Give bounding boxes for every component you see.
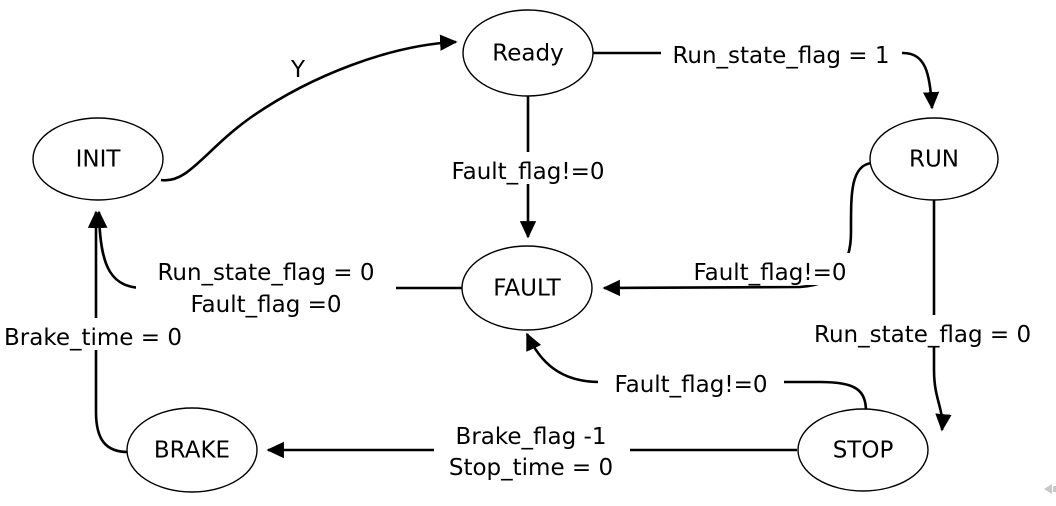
edge-ready-to-fault: Fault_flag!=0 (440, 96, 616, 239)
state-node-stop-label: STOP (833, 438, 894, 464)
edge-ready-to-fault-label-bg (440, 152, 616, 184)
state-node-brake[interactable]: BRAKE (126, 407, 258, 493)
edge-stop-to-brake-label-line1: Brake_flag -1 (456, 424, 607, 450)
edge-init-to-ready-label: Y (290, 57, 306, 83)
edge-brake-to-init-label-bg (2, 318, 208, 350)
state-node-ready[interactable]: Ready (462, 9, 594, 97)
edge-stop-to-brake: Brake_flag -1 Stop_time = 0 (266, 419, 797, 481)
edge-run-to-fault-label: Fault_flag!=0 (693, 260, 846, 286)
edge-init-to-ready: Y (160, 34, 458, 182)
state-node-run-shape[interactable] (869, 117, 999, 201)
edge-run-to-stop-path (932, 200, 952, 432)
state-node-fault-label: FAULT (493, 276, 561, 302)
state-node-brake-label: BRAKE (154, 438, 230, 464)
state-node-brake-shape[interactable] (126, 407, 258, 493)
edge-fault-to-init-label-line1: Run_state_flag = 0 (157, 260, 374, 286)
edge-run-to-stop-label-bg (812, 315, 1056, 347)
state-node-stop[interactable]: STOP (797, 408, 929, 492)
state-node-ready-label: Ready (492, 41, 563, 67)
state-node-stop-shape[interactable] (797, 408, 929, 492)
edge-ready-to-run-label-bg (661, 38, 902, 68)
edge-brake-to-init: Brake_time = 0 (2, 210, 208, 454)
edge-stop-to-fault-label-bg (598, 367, 784, 398)
edge-ready-to-run-path (593, 51, 940, 110)
state-node-init-shape[interactable] (32, 117, 164, 201)
state-node-run-label: RUN (909, 147, 959, 173)
edge-fault-to-init-label-bg (136, 255, 396, 317)
edge-stop-to-fault: Fault_flag!=0 (525, 332, 868, 413)
state-node-run[interactable]: RUN (869, 117, 999, 201)
edge-ready-to-fault-label: Fault_flag!=0 (451, 159, 604, 185)
edge-brake-to-init-label: Brake_time = 0 (4, 325, 182, 351)
state-node-fault[interactable]: FAULT (461, 245, 593, 331)
state-node-init[interactable]: INIT (32, 117, 164, 201)
edge-run-to-fault: Fault_flag!=0 (602, 161, 873, 297)
edge-run-to-stop-label: Run_state_flag = 0 (814, 322, 1031, 348)
edge-run-to-stop: Run_state_flag = 0 (812, 200, 1056, 432)
edge-brake-to-init-path (87, 210, 129, 454)
state-node-ready-shape[interactable] (462, 9, 594, 97)
edge-fault-to-init-label-line2: Fault_flag =0 (190, 292, 341, 318)
state-node-init-label: INIT (76, 147, 122, 173)
edge-ready-to-run: Run_state_flag = 1 (593, 38, 940, 110)
edge-stop-to-fault-label: Fault_flag!=0 (614, 372, 767, 398)
edge-run-to-fault-label-bg (674, 253, 868, 285)
state-node-fault-shape[interactable] (461, 245, 593, 331)
edge-stop-to-brake-label-bg (434, 419, 630, 481)
edge-ready-to-run-label: Run_state_flag = 1 (672, 43, 889, 69)
edge-init-to-ready-path (160, 34, 458, 182)
edge-clipped-cursor-icon (1044, 484, 1056, 494)
edge-init-to-ready-label-bg (284, 50, 312, 78)
edge-fault-to-init: Run_state_flag = 0 Fault_flag =0 (91, 210, 462, 318)
edge-stop-to-brake-label-line2: Stop_time = 0 (449, 455, 613, 481)
